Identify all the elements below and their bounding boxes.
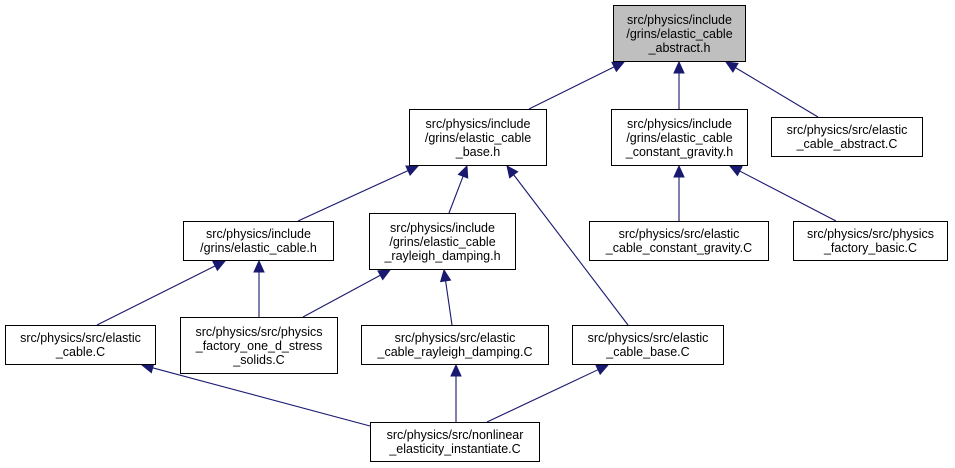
edge-nonlinear_c: [486, 369, 599, 423]
arrowhead-cable_c: [212, 260, 227, 272]
arrowhead-rayleigh_c: [439, 268, 452, 283]
node-elastic-cable-rayleigh-damping-h[interactable]: src/physics/include /grins/elastic_cable…: [369, 213, 516, 270]
arrowhead-constant_gravity_h: [673, 60, 685, 74]
node-elastic-cable-abstract-h[interactable]: src/physics/include /grins/elastic_cable…: [613, 5, 746, 62]
node-elastic-cable-rayleigh-damping-c[interactable]: src/physics/src/elastic _cable_rayleigh_…: [361, 325, 549, 365]
arrowhead-factory_stress_c_b: [377, 269, 392, 281]
node-nonlinear-elasticity-instantiate-c[interactable]: src/physics/src/nonlinear _elasticity_in…: [370, 422, 540, 462]
edge-nonlinear_a: [152, 367, 371, 427]
arrowhead-abstract_c: [724, 61, 739, 73]
node-elastic-cable-c[interactable]: src/physics/src/elastic _cable.C: [5, 325, 156, 365]
arrowhead-factory_stress_c_a: [253, 259, 265, 273]
arrowhead-cable_h: [405, 165, 420, 177]
arrowhead-factory_basic_c: [728, 165, 743, 177]
edge-rayleigh_h: [448, 176, 464, 214]
arrowhead-base_h: [611, 61, 626, 73]
node-elastic-cable-base-h[interactable]: src/physics/include /grins/elastic_cable…: [409, 109, 547, 166]
edge-cable_h: [297, 170, 409, 222]
arrowhead-constant_gravity_c: [673, 164, 685, 178]
node-elastic-cable-constant-gravity-c[interactable]: src/physics/src/elastic _cable_constant_…: [589, 221, 769, 261]
arrowhead-base_c: [506, 165, 519, 179]
edge-factory_basic_c: [739, 170, 837, 222]
node-elastic-cable-abstract-c[interactable]: src/physics/src/elastic _cable_abstract.…: [771, 117, 923, 157]
edge-rayleigh_c: [445, 280, 453, 326]
edge-base_c: [513, 174, 629, 326]
arrowhead-nonlinear_b: [450, 363, 462, 377]
node-physics-factory-basic-c[interactable]: src/physics/src/physics _factory_basic.C: [793, 221, 948, 261]
node-elastic-cable-constant-gravity-h[interactable]: src/physics/include /grins/elastic_cable…: [611, 109, 748, 166]
node-elastic-cable-base-c[interactable]: src/physics/src/elastic _cable_base.C: [572, 325, 724, 365]
node-physics-factory-one-d-stress-solids-c[interactable]: src/physics/src/physics _factory_one_d_s…: [180, 317, 338, 374]
edge-base_h: [528, 66, 615, 110]
arrowhead-rayleigh_h: [457, 164, 469, 179]
edge-cable_c: [96, 265, 216, 326]
edge-abstract_c: [735, 67, 819, 118]
edge-factory_stress_c_b: [302, 274, 381, 318]
node-elastic-cable-h[interactable]: src/physics/include /grins/elastic_cable…: [183, 221, 334, 261]
arrowhead-nonlinear_c: [595, 364, 610, 376]
